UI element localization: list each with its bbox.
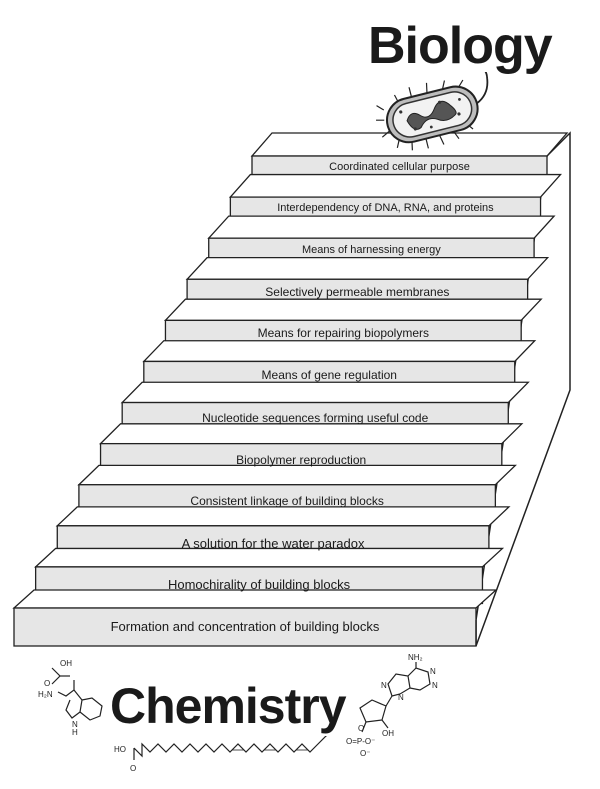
mol-n3-label: N [398,693,404,702]
step-label: Means of harnessing energy [301,244,441,257]
mol-o-label: O [44,679,50,688]
mol-ho-label: HO [114,745,126,754]
step-label: Consistent linkage of building blocks [190,493,384,508]
step-label: Interdependency of DNA, RNA, and protein… [277,202,494,215]
step-label: Coordinated cellular purpose [329,161,470,173]
mol-nh2-label: NH₂ [408,653,423,662]
step-face [13,607,477,647]
mol-n4-label: N [430,667,436,676]
step-label: Formation and concentration of building … [110,619,380,634]
mol-h-label: H [72,728,78,737]
step-label: Means of gene regulation [261,368,397,383]
mol-h2n-label: H₂N [38,690,53,699]
mol-n2-label: N [432,681,438,690]
step-label: Biopolymer reproduction [236,452,367,467]
mol-n-label: N [72,720,78,729]
step-label: Selectively permeable membranes [265,285,450,300]
mol-n1-label: N [381,681,387,690]
mol-phos-om-label: O⁻ [360,749,370,758]
mol-oh2-label: OH [382,729,394,738]
chemistry-title: Chemistry [108,676,348,736]
step-label: Nucleotide sequences forming useful code [202,410,429,425]
mol-o2-label: O [130,764,136,773]
mol-phosphate-label: O=P-O⁻ [346,737,375,746]
bacterium-icon [376,72,489,151]
step-label: Means for repairing biopolymers [257,326,430,341]
step-label: A solution for the water paradox [181,535,365,551]
mol-oh-label: OH [60,659,72,668]
step-label: Homochirality of building blocks [167,576,351,592]
mol-phos-o-label: O [358,724,364,733]
biology-title: Biology [368,17,553,75]
